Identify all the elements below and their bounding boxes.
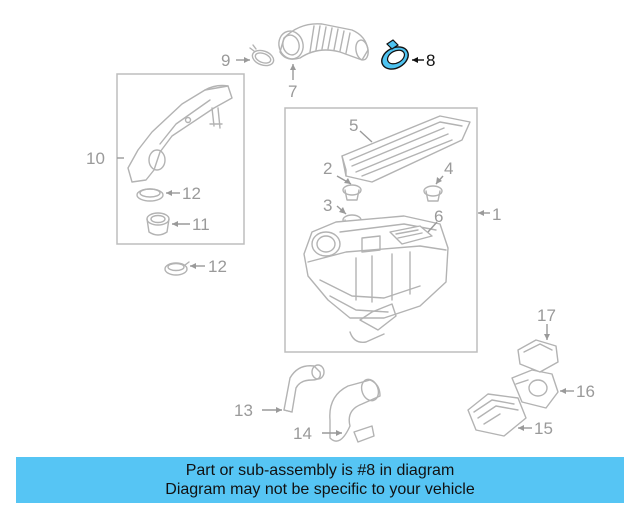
- callout-4: 4: [444, 159, 453, 178]
- callout-7: 7: [288, 82, 297, 101]
- leader-arrows: [166, 57, 566, 436]
- callout-2: 2: [323, 159, 332, 178]
- callout-15: 15: [534, 419, 553, 438]
- intake-pipe-part-10[interactable]: [127, 84, 233, 183]
- bracket-part-16[interactable]: [511, 369, 559, 409]
- callout-8: 8: [426, 51, 435, 70]
- callout-3: 3: [323, 196, 332, 215]
- air-filter-element-part-5[interactable]: [341, 115, 471, 183]
- callout-12-upper: 12: [182, 184, 201, 203]
- callout-12-lower: 12: [208, 257, 227, 276]
- breather-hose-part-13[interactable]: [283, 364, 325, 413]
- callout-17: 17: [537, 306, 556, 325]
- sensor-part-6[interactable]: [389, 225, 433, 245]
- intake-duct-part-14[interactable]: [329, 377, 381, 443]
- clamp-part-12-lower[interactable]: [164, 261, 190, 276]
- callout-14: 14: [293, 424, 312, 443]
- clamp-part-12-upper[interactable]: [136, 188, 164, 202]
- resonator-part-15[interactable]: [467, 393, 527, 437]
- clamp-part-9[interactable]: [249, 44, 276, 68]
- callout-11: 11: [192, 215, 210, 234]
- intake-hose-part-7[interactable]: [276, 23, 370, 62]
- cover-part-17[interactable]: [517, 339, 559, 373]
- callout-5: 5: [349, 116, 358, 135]
- callout-16: 16: [576, 382, 595, 401]
- parts-diagram: 1 2 3 4 5 6 7 8 9 10 11 12 12 13 14 15 1…: [86, 23, 595, 443]
- coupler-part-11[interactable]: [146, 212, 170, 236]
- callout-13: 13: [234, 401, 253, 420]
- callout-10: 10: [86, 149, 105, 168]
- intake-pipe-group-box: [116, 73, 245, 245]
- callout-9: 9: [221, 51, 230, 70]
- info-banner: Part or sub-assembly is #8 in diagram Di…: [16, 457, 624, 503]
- grommet-part-4[interactable]: [423, 185, 443, 202]
- callout-1: 1: [492, 205, 501, 224]
- callout-6: 6: [434, 207, 443, 226]
- air-cleaner-group-box: [284, 107, 478, 353]
- clamp-part-8-highlighted[interactable]: [378, 39, 412, 73]
- banner-line-1: Part or sub-assembly is #8 in diagram: [185, 462, 455, 479]
- banner-line-2: Diagram may not be specific to your vehi…: [165, 481, 475, 498]
- grommet-part-2[interactable]: [342, 184, 362, 201]
